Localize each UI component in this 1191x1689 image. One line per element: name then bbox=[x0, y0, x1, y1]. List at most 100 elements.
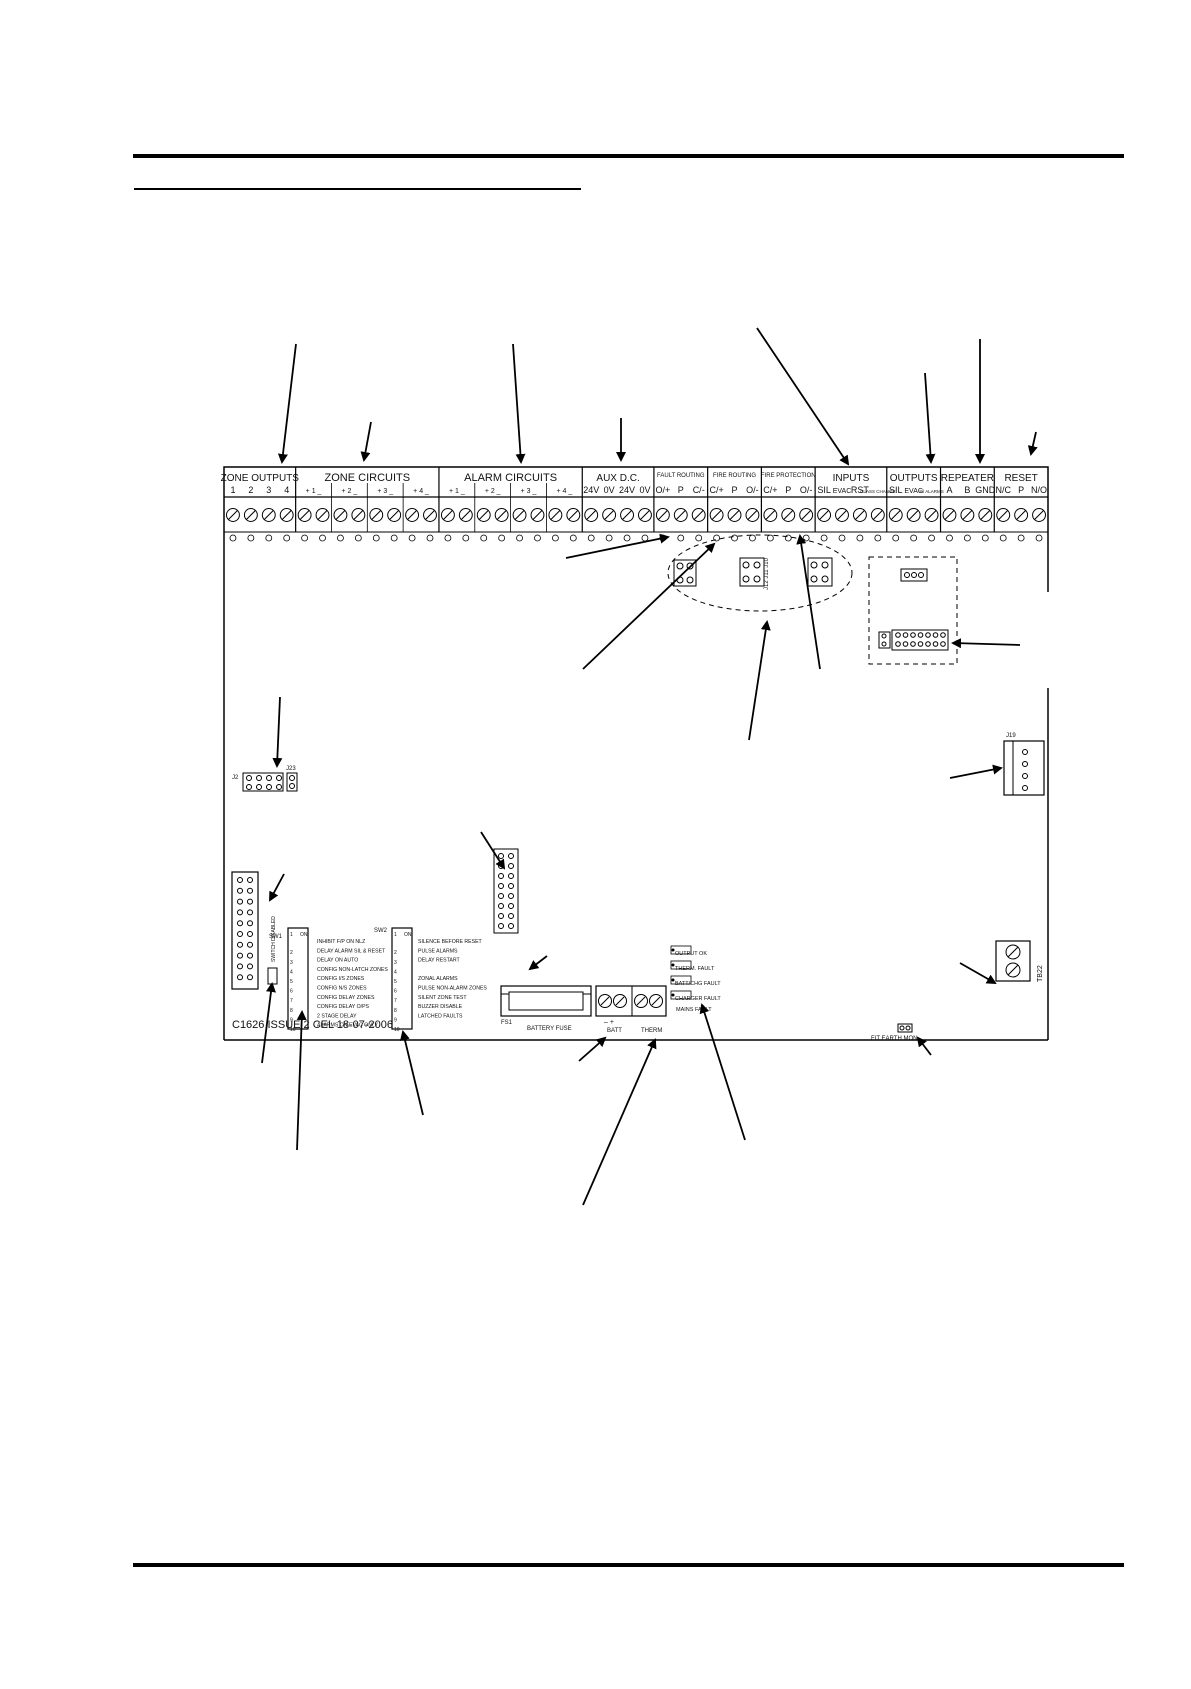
terminal-sub-label: 1 bbox=[230, 485, 235, 495]
callout-arrow bbox=[748, 620, 771, 741]
terminal-screw[interactable] bbox=[620, 508, 634, 522]
terminal-screw[interactable] bbox=[924, 508, 939, 522]
terminal-sub-label: C/+ bbox=[709, 485, 723, 495]
terminal-screw[interactable] bbox=[315, 508, 330, 522]
jumper-j23[interactable] bbox=[286, 772, 298, 792]
programming-header[interactable] bbox=[493, 848, 519, 934]
earth-monitor-jumper[interactable] bbox=[897, 1023, 913, 1033]
sw2-option: PULSE NON-ALARM ZONES bbox=[418, 986, 487, 992]
terminal-tb22[interactable] bbox=[995, 940, 1031, 982]
terminal-screw[interactable] bbox=[566, 508, 581, 522]
terminal-screw[interactable] bbox=[226, 508, 240, 522]
callout-arrow bbox=[261, 982, 276, 1064]
terminal-screw[interactable] bbox=[584, 508, 599, 522]
terminal-sub-label: O/- bbox=[746, 485, 759, 495]
terminal-screw[interactable] bbox=[835, 508, 849, 522]
jumper-j12-j10[interactable] bbox=[739, 557, 765, 587]
terminal-screw[interactable] bbox=[458, 508, 473, 522]
terminal-screw[interactable] bbox=[763, 508, 778, 522]
terminal-screw[interactable] bbox=[691, 508, 706, 522]
option-module-jumper-top[interactable] bbox=[900, 568, 928, 582]
terminal-screw[interactable] bbox=[602, 508, 617, 522]
board-outline bbox=[223, 466, 1049, 1041]
sw2-option: SILENT ZONE TEST bbox=[418, 995, 467, 1001]
terminal-screw[interactable] bbox=[781, 508, 796, 522]
ribbon-connector[interactable] bbox=[231, 871, 259, 990]
terminal-sub-label: + 4 _ bbox=[413, 488, 429, 495]
svg-text:2: 2 bbox=[290, 950, 293, 956]
terminal-screw[interactable] bbox=[243, 508, 258, 522]
terminal-screw[interactable] bbox=[297, 508, 312, 522]
led-label: CHARGER FAULT bbox=[675, 996, 721, 1002]
label-j12: J12 J11 J10 bbox=[764, 557, 770, 590]
jumper-j9[interactable] bbox=[673, 559, 697, 587]
terminal-screw[interactable] bbox=[888, 508, 903, 522]
switch-disabled-link[interactable] bbox=[267, 967, 278, 985]
terminal-screw[interactable] bbox=[387, 508, 402, 522]
terminal-screw[interactable] bbox=[745, 508, 760, 522]
terminal-sub-label: A bbox=[946, 485, 952, 495]
terminal-screw[interactable] bbox=[1032, 508, 1046, 522]
terminal-screw[interactable] bbox=[494, 508, 509, 522]
svg-text:3: 3 bbox=[290, 960, 293, 966]
terminal-screw[interactable] bbox=[548, 508, 563, 522]
terminal-sub-label: Sil ALARMS bbox=[919, 489, 944, 494]
svg-text:8: 8 bbox=[290, 1008, 293, 1014]
terminal-screw[interactable] bbox=[351, 508, 366, 522]
label-j2: J2 bbox=[232, 775, 239, 781]
board-title: C1626 ISSUE 2 CEL 18-07-2006 bbox=[232, 1019, 393, 1031]
option-module-connector[interactable] bbox=[878, 629, 949, 651]
terminal-screw[interactable] bbox=[709, 508, 724, 522]
terminal-screw[interactable] bbox=[476, 508, 491, 522]
svg-text:8: 8 bbox=[394, 1008, 397, 1014]
terminal-screw[interactable] bbox=[405, 508, 420, 522]
led-label: THERM. FAULT bbox=[675, 966, 715, 972]
terminal-screw[interactable] bbox=[279, 508, 294, 522]
svg-text:10: 10 bbox=[290, 1027, 296, 1033]
terminal-screw[interactable] bbox=[799, 508, 814, 522]
terminal-sub-label: + 2 _ bbox=[342, 488, 358, 495]
terminal-screw[interactable] bbox=[906, 508, 921, 522]
terminal-screw[interactable] bbox=[655, 508, 670, 522]
terminal-sub-label: GND bbox=[975, 485, 996, 495]
terminal-screw[interactable] bbox=[369, 508, 384, 522]
terminal-screw[interactable] bbox=[638, 508, 652, 522]
jumper-j2[interactable] bbox=[242, 772, 284, 792]
callout-arrow bbox=[512, 343, 526, 464]
option-module-box bbox=[868, 556, 958, 665]
terminal-screw[interactable] bbox=[978, 508, 993, 522]
jumper-right[interactable] bbox=[807, 557, 833, 587]
terminal-screw[interactable] bbox=[673, 508, 688, 522]
terminal-screw[interactable] bbox=[440, 508, 455, 522]
sw1-option: CONFIG N/S ZONES bbox=[317, 986, 367, 992]
terminal-screw[interactable] bbox=[817, 508, 832, 522]
terminal-group-label: ZONE OUTPUTS bbox=[221, 473, 300, 484]
connector-j19[interactable] bbox=[1003, 740, 1045, 796]
terminal-screw[interactable] bbox=[423, 508, 437, 522]
terminal-screw[interactable] bbox=[261, 508, 276, 522]
svg-text:1: 1 bbox=[290, 932, 293, 938]
svg-text:2: 2 bbox=[394, 950, 397, 956]
terminal-screw[interactable] bbox=[852, 508, 867, 522]
terminal-screw[interactable] bbox=[727, 508, 742, 522]
terminal-sub-label: O/+ bbox=[655, 485, 670, 495]
terminal-screw[interactable] bbox=[870, 508, 885, 522]
terminal-screw[interactable] bbox=[530, 508, 545, 522]
terminal-sub-label: 24V bbox=[583, 485, 599, 495]
terminal-screw[interactable] bbox=[333, 508, 348, 522]
terminal-screw[interactable] bbox=[996, 508, 1011, 522]
sw2-option: LATCHED FAULTS bbox=[418, 1013, 463, 1019]
terminal-screw[interactable] bbox=[942, 508, 957, 522]
terminal-screw[interactable] bbox=[1014, 508, 1029, 522]
terminal-sub-label: 0V bbox=[639, 485, 650, 495]
callout-arrow bbox=[272, 696, 283, 768]
batt-therm-terminals[interactable] bbox=[595, 985, 667, 1017]
terminal-screw[interactable] bbox=[960, 508, 975, 522]
battery-fuse-holder[interactable] bbox=[500, 985, 592, 1017]
terminal-screw[interactable] bbox=[512, 508, 527, 522]
terminal-sub-label: N/O bbox=[1031, 485, 1047, 495]
